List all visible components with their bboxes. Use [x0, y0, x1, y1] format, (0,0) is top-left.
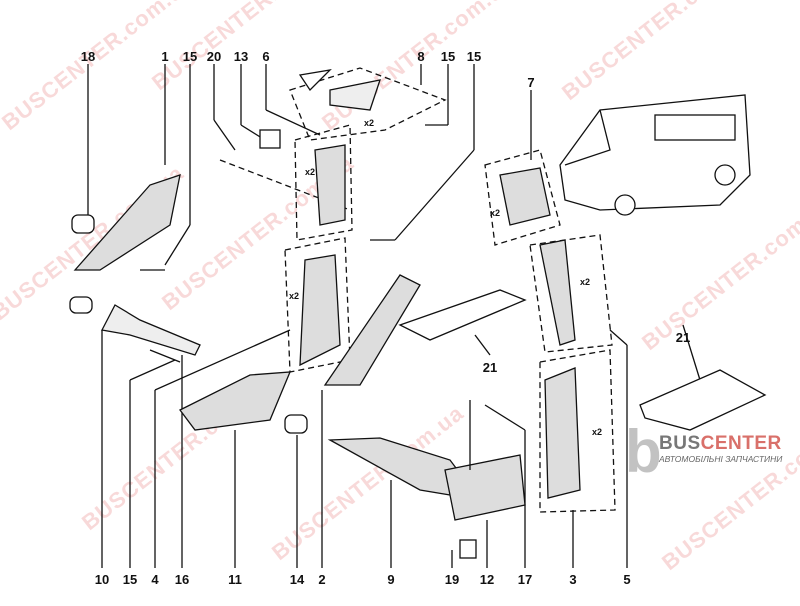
- callout-15: 15: [182, 49, 198, 64]
- buscenter-logo: b BUSCENTER АВТОМОБІЛЬНІ ЗАПЧАСТИНИ: [625, 420, 800, 490]
- callout-15: 15: [122, 572, 138, 587]
- callout-5: 5: [623, 572, 631, 587]
- callout-4: 4: [151, 572, 159, 587]
- logo-brand: BUSCENTER: [659, 433, 782, 455]
- callout-15: 15: [440, 49, 456, 64]
- callout-14: 14: [289, 572, 305, 587]
- callout-1: 1: [161, 49, 169, 64]
- callout-13: 13: [233, 49, 249, 64]
- callout-21: 21: [675, 330, 691, 345]
- callout-7: 7: [527, 75, 535, 90]
- logo-mark: b: [625, 418, 662, 485]
- callout-8: 8: [417, 49, 425, 64]
- quantity-mark: x2: [289, 291, 300, 301]
- quantity-mark: x2: [592, 427, 603, 437]
- quantity-mark: x2: [490, 208, 501, 218]
- callout-20: 20: [206, 49, 222, 64]
- callout-6: 6: [262, 49, 270, 64]
- logo-tagline: АВТОМОБІЛЬНІ ЗАПЧАСТИНИ: [659, 454, 783, 464]
- callout-12: 12: [479, 572, 495, 587]
- callout-2: 2: [318, 572, 326, 587]
- quantity-mark: x2: [580, 277, 591, 287]
- quantity-mark: x2: [305, 167, 316, 177]
- callout-21: 21: [482, 360, 498, 375]
- callout-19: 19: [444, 572, 460, 587]
- quantity-mark: x2: [364, 118, 375, 128]
- callout-9: 9: [387, 572, 395, 587]
- logo-brand-right: CENTER: [700, 433, 782, 454]
- callout-17: 17: [517, 572, 533, 587]
- callout-10: 10: [94, 572, 110, 587]
- callout-18: 18: [80, 49, 96, 64]
- callout-15: 15: [466, 49, 482, 64]
- logo-brand-left: BUS: [659, 433, 701, 454]
- callout-3: 3: [569, 572, 577, 587]
- callout-16: 16: [174, 572, 190, 587]
- callout-11: 11: [228, 572, 242, 587]
